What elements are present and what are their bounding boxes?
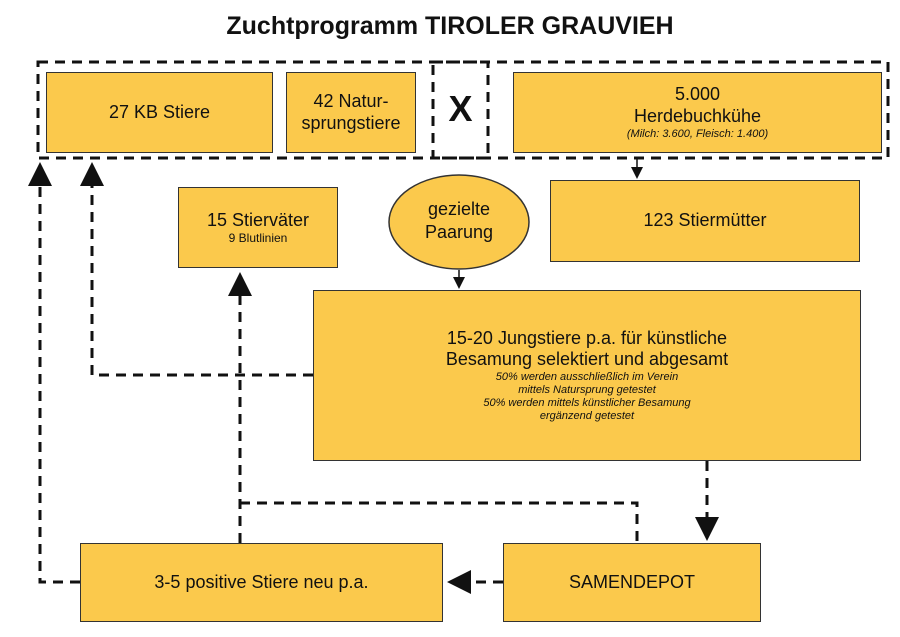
connector-samendepot-loop xyxy=(240,501,639,543)
node-natursprungstiere: 42 Natur-sprungstiere xyxy=(286,72,416,153)
parents-group-border xyxy=(36,60,890,160)
blutlinien-label: 9 Blutlinien xyxy=(228,231,288,246)
natursprung-label-2: sprungstiere xyxy=(301,112,401,133)
jungstiere-label-1: 15-20 Jungstiere p.a. für künstliche xyxy=(446,327,728,348)
jungstiere-note: mittels Natursprung getestet xyxy=(518,383,656,396)
jungstiere-note: 50% werden mittels künstlicher Besamung xyxy=(483,397,691,410)
paarung-label-2: Paarung xyxy=(424,221,494,242)
paarung-label-1: gezielte xyxy=(427,199,491,219)
cross-symbol: X xyxy=(448,88,473,129)
node-samendepot: SAMENDEPOT xyxy=(503,543,761,622)
stiervaeter-label: 15 Stierväter xyxy=(206,209,310,230)
kb-stiere-label: 27 KB Stiere xyxy=(108,101,211,122)
jungstiere-note: 50% werden ausschließlich im Verein xyxy=(495,370,679,383)
node-jungstiere: 15-20 Jungstiere p.a. für künstliche Bes… xyxy=(313,290,861,461)
paarung-ellipse xyxy=(388,174,530,270)
stiermuetter-label: 123 Stiermütter xyxy=(643,210,767,231)
cross-group-border xyxy=(431,60,490,160)
kuehe-label: Herdebuchkühe xyxy=(633,105,762,126)
samendepot-label: SAMENDEPOT xyxy=(568,571,696,592)
jungstiere-note: ergänzend getestet xyxy=(539,410,635,423)
connector-positive-to-parents xyxy=(28,162,80,584)
node-stiermuetter: 123 Stiermütter xyxy=(550,180,860,262)
diagram-title: Zuchtprogramm TIROLER GRAUVIEH xyxy=(226,12,674,40)
kuehe-count: 5.000 xyxy=(674,84,721,105)
node-kb-stiere: 27 KB Stiere xyxy=(46,72,273,153)
kuehe-detail: (Milch: 3.600, Fleisch: 1.400) xyxy=(626,127,769,140)
natursprung-label-1: 42 Natur- xyxy=(313,90,389,111)
jungstiere-label-2: Besamung selektiert und abgesamt xyxy=(445,349,729,370)
connector-jungstiere-to-kb xyxy=(80,162,313,377)
positive-stiere-label: 3-5 positive Stiere neu p.a. xyxy=(154,571,369,592)
node-positive-stiere: 3-5 positive Stiere neu p.a. xyxy=(80,543,443,622)
